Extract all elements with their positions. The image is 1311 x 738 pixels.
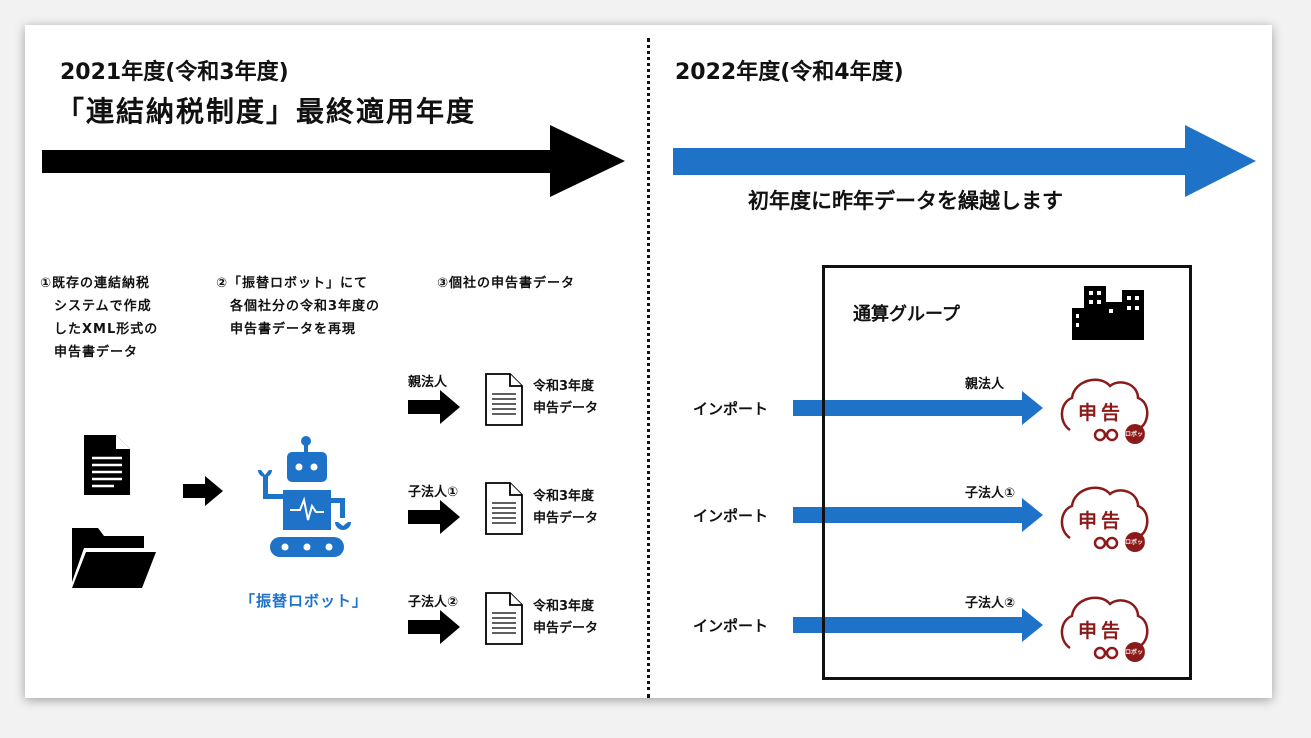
folder-icon [72, 528, 156, 588]
robot-caption: 「振替ロボット」 [240, 592, 369, 610]
entity-doc-label: 令和3年度申告データ [533, 489, 599, 526]
entity-document-icons [485, 373, 523, 645]
document-icon [84, 435, 130, 495]
left-year: 2021年度(令和3年度) [60, 60, 289, 85]
black-timeline-arrow [42, 125, 625, 197]
import-label: インポート [693, 507, 769, 525]
cloud-icon [1060, 486, 1149, 552]
step3-text: ③個社の申告書データ [437, 276, 576, 291]
import-arrows [793, 391, 1043, 642]
year-divider [647, 38, 650, 698]
row-entity-label: 親法人 [965, 377, 1005, 392]
entity-label: 子法人② [408, 595, 459, 610]
right-year: 2022年度(令和4年度) [675, 60, 904, 85]
entity-label: 子法人① [408, 485, 459, 500]
import-label: インポート [693, 617, 769, 635]
buildings-icon [1072, 286, 1144, 340]
shinkoku-robot-logo: 申告 ロボット [1058, 480, 1153, 555]
small-arrow [183, 476, 223, 506]
tsusan-group-box [822, 265, 1192, 680]
step2-text: ②「振替ロボット」にて各個社分の令和3年度の申告書データを再現 [216, 276, 381, 337]
robot-icon [258, 436, 351, 557]
group-title: 通算グループ [853, 304, 960, 325]
entity-doc-label: 令和3年度申告データ [533, 599, 599, 636]
step1-text: ①既存の連結納税システムで作成したXML形式の申告書データ [40, 276, 159, 360]
cloud-icon [1060, 596, 1149, 662]
shinkoku-robot-logo: 申告 ロボット [1058, 372, 1153, 447]
entity-label: 親法人 [408, 375, 448, 390]
row-entity-label: 子法人② [965, 596, 1016, 611]
right-subtitle: 初年度に昨年データを繰越します [748, 189, 1063, 213]
entity-doc-label: 令和3年度申告データ [533, 379, 599, 416]
blue-timeline-arrow [673, 125, 1256, 197]
row-entity-label: 子法人① [965, 486, 1016, 501]
import-label: インポート [693, 400, 769, 418]
shinkoku-robot-logo: 申告 ロボット [1058, 590, 1153, 665]
entity-arrows [408, 390, 460, 644]
left-headline: 「連結納税制度」最終適用年度 [56, 95, 477, 128]
cloud-icon [1060, 378, 1149, 444]
